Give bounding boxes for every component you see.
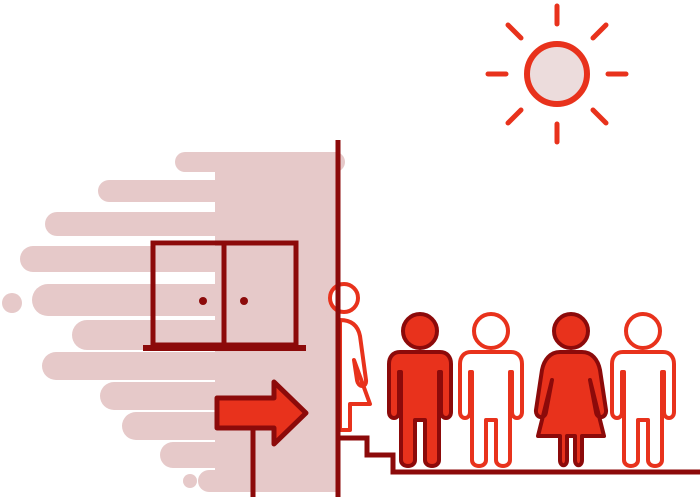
stairs xyxy=(340,435,700,475)
woman-filled-icon xyxy=(533,312,609,468)
window-icon xyxy=(143,240,306,351)
arrow-sign-icon xyxy=(214,379,309,497)
man-outline-icon xyxy=(458,312,524,468)
man-outline-icon xyxy=(610,312,676,468)
sun-icon xyxy=(485,3,629,145)
motion-blob xyxy=(2,152,345,492)
man-filled-icon xyxy=(387,312,453,468)
